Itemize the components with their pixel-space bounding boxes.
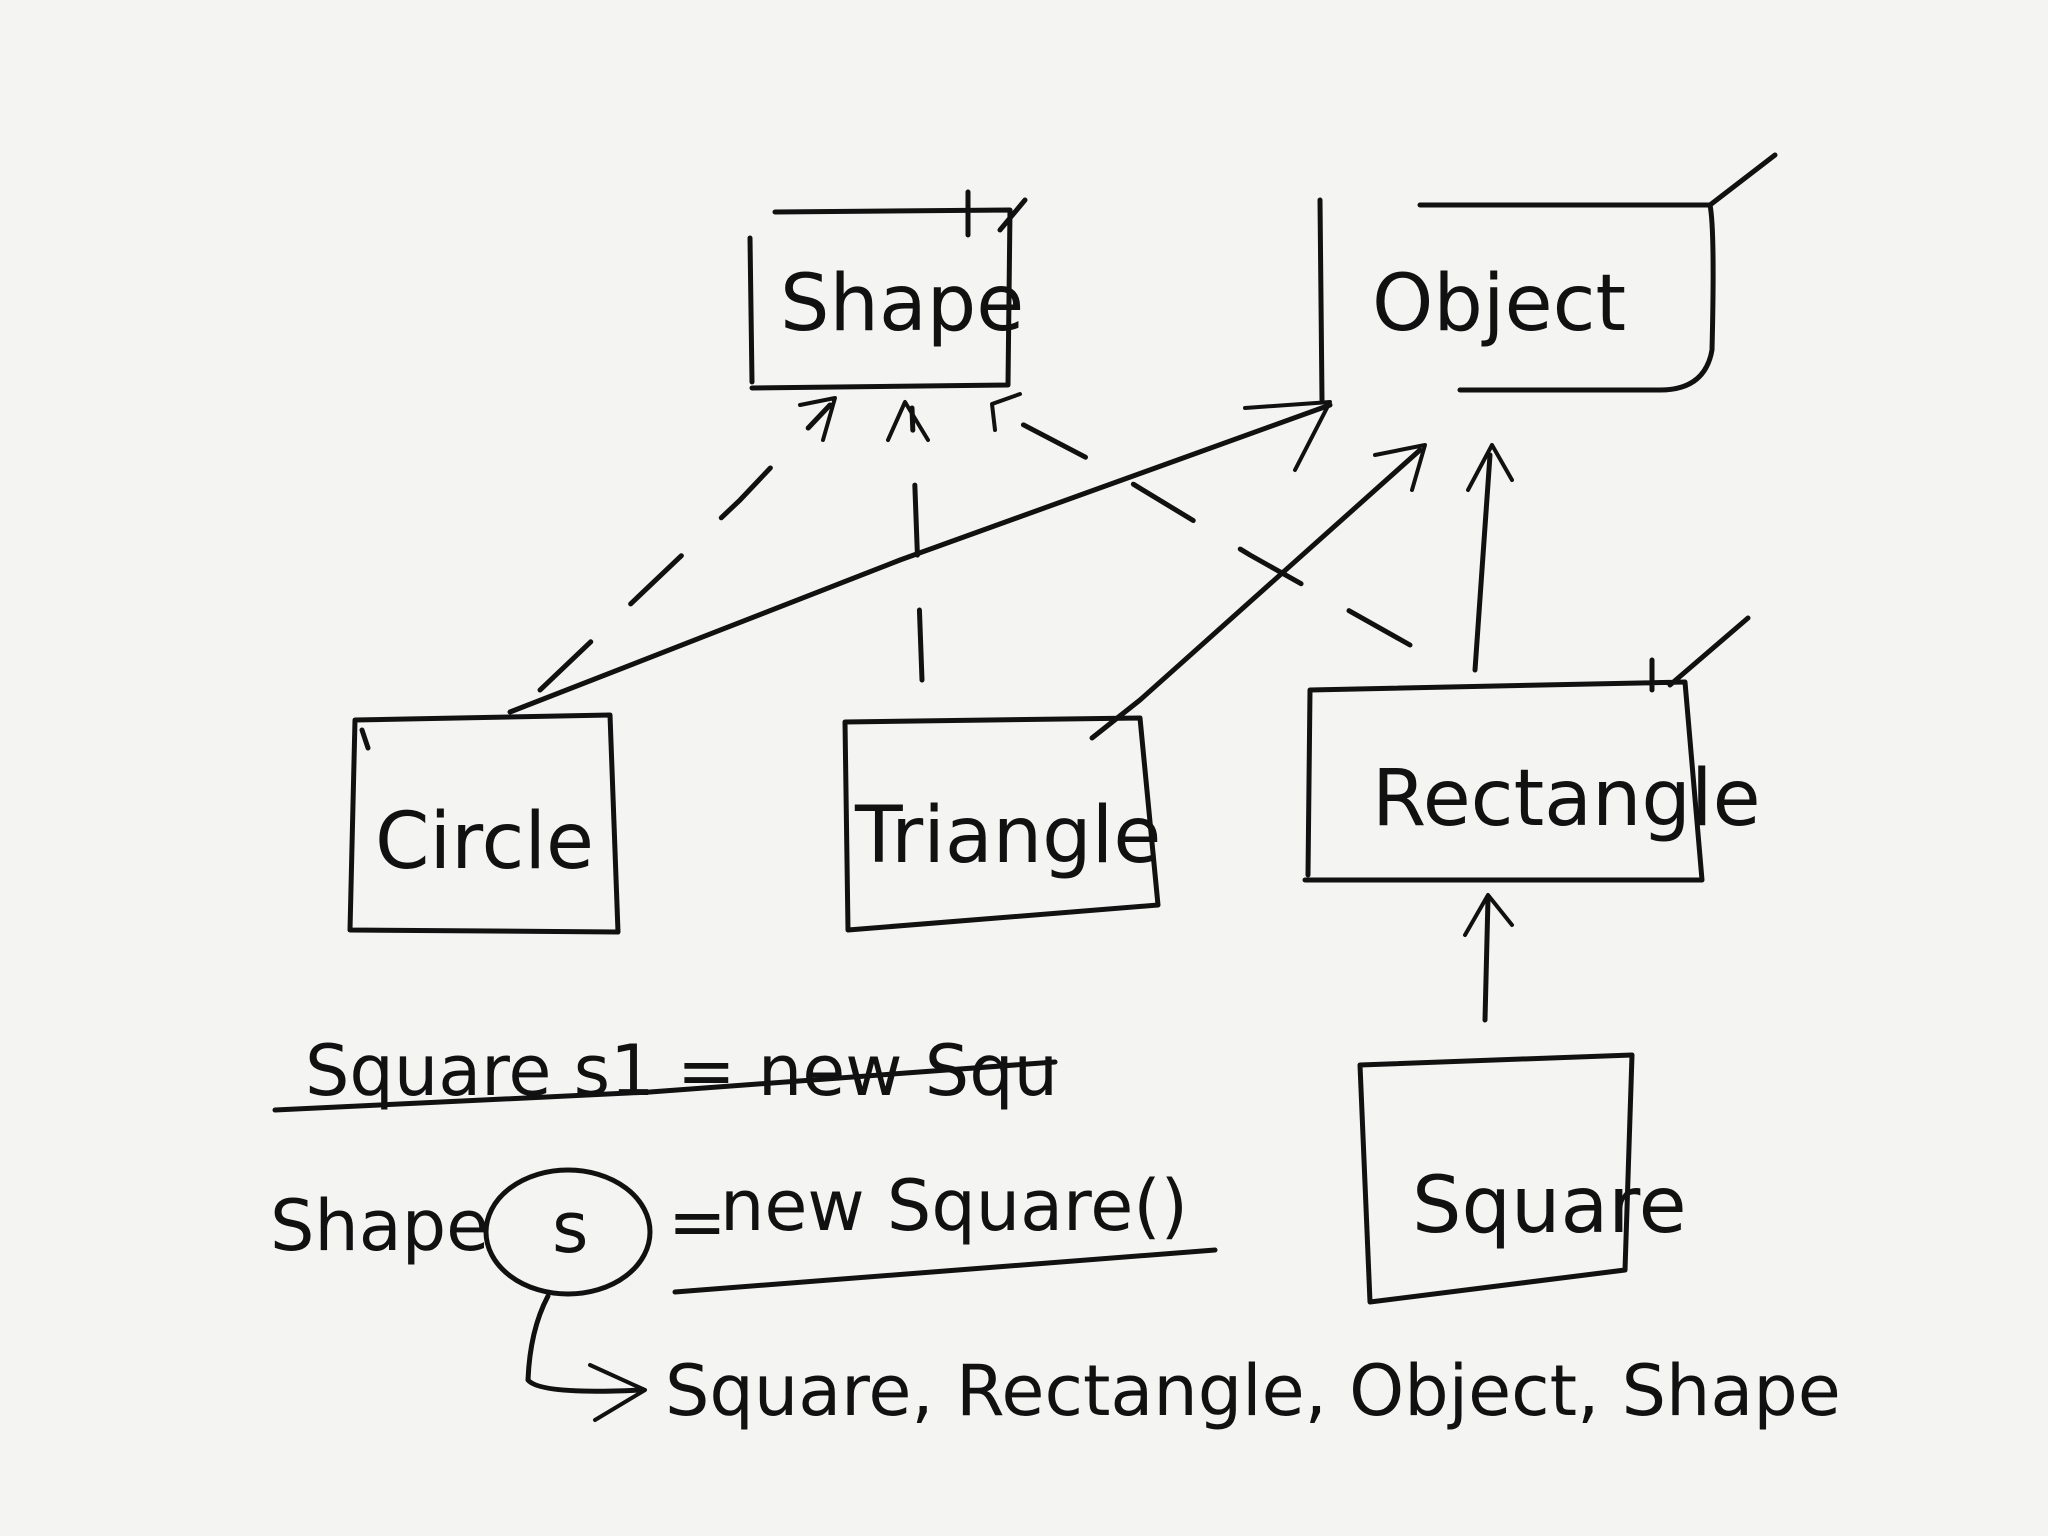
triangle-to-object-arrowhead <box>1373 443 1427 492</box>
object-node: Object <box>1317 152 1778 403</box>
triangle-node-label: Triangle <box>854 791 1161 881</box>
variable-types-arrowhead <box>588 1363 647 1422</box>
rectangle-node-border <box>1302 615 1751 883</box>
triangle-to-shape-arrowhead <box>886 400 930 442</box>
object-node-border <box>1317 152 1778 403</box>
shape-node-border <box>747 189 1028 391</box>
triangle-node-border <box>842 715 1161 933</box>
declaration-note: Shape s = new Square() <box>270 1165 1218 1297</box>
rectangle-node-label: Rectangle <box>1372 754 1761 844</box>
circle-to-object-arrowhead <box>1243 400 1332 472</box>
rectangle-to-object-arrowhead <box>1466 443 1514 492</box>
rectangle-to-object-line <box>1472 452 1493 673</box>
square-to-rectangle-arrow <box>1463 893 1514 1023</box>
shape-node-label: Shape <box>780 259 1024 349</box>
struck-code-note: Square s1 = new Squ <box>272 1030 1058 1113</box>
rectangle-node: Rectangle <box>1302 615 1761 883</box>
object-node-label: Object <box>1372 259 1626 349</box>
shape-node: Shape <box>747 189 1028 391</box>
variable-types-line <box>525 1293 643 1394</box>
circle-to-object-arrow <box>507 400 1333 715</box>
triangle-to-object-arrow <box>1089 443 1427 741</box>
strikethrough-line <box>272 1059 1058 1113</box>
rectangle-to-shape-line <box>992 407 1413 648</box>
triangle-to-shape-line <box>909 405 925 683</box>
square-node: Square <box>1357 1052 1687 1305</box>
declaration-assign-text: = <box>668 1181 727 1263</box>
variable-circle <box>483 1167 653 1297</box>
declaration-expression-text: new Square() <box>720 1165 1188 1247</box>
expression-underline <box>672 1247 1218 1295</box>
square-to-rectangle-arrowhead <box>1463 893 1514 937</box>
circle-to-shape-arrowhead <box>798 396 837 442</box>
square-node-border <box>1357 1052 1635 1305</box>
triangle-to-object-line <box>1089 447 1423 741</box>
declaration-type-text: Shape <box>270 1185 489 1267</box>
declaration-variable-text: s <box>552 1187 588 1269</box>
circle-to-shape-line <box>537 402 833 693</box>
circle-node-label: Circle <box>375 797 594 887</box>
circle-node: Circle <box>347 712 621 935</box>
circle-to-shape-arrow <box>537 396 837 693</box>
types-list-text: Square, Rectangle, Object, Shape <box>665 1350 1841 1432</box>
triangle-to-shape-arrow <box>886 400 930 683</box>
rectangle-to-shape-arrowhead <box>990 392 1022 432</box>
square-node-label: Square <box>1412 1161 1687 1251</box>
square-to-rectangle-line <box>1482 895 1491 1023</box>
rectangle-to-shape-arrow <box>990 392 1413 648</box>
triangle-node: Triangle <box>842 715 1161 933</box>
circle-node-border <box>347 712 621 935</box>
rectangle-to-object-arrow <box>1466 443 1514 673</box>
circle-to-object-line <box>507 402 1333 715</box>
variable-types-arrow <box>525 1293 647 1422</box>
